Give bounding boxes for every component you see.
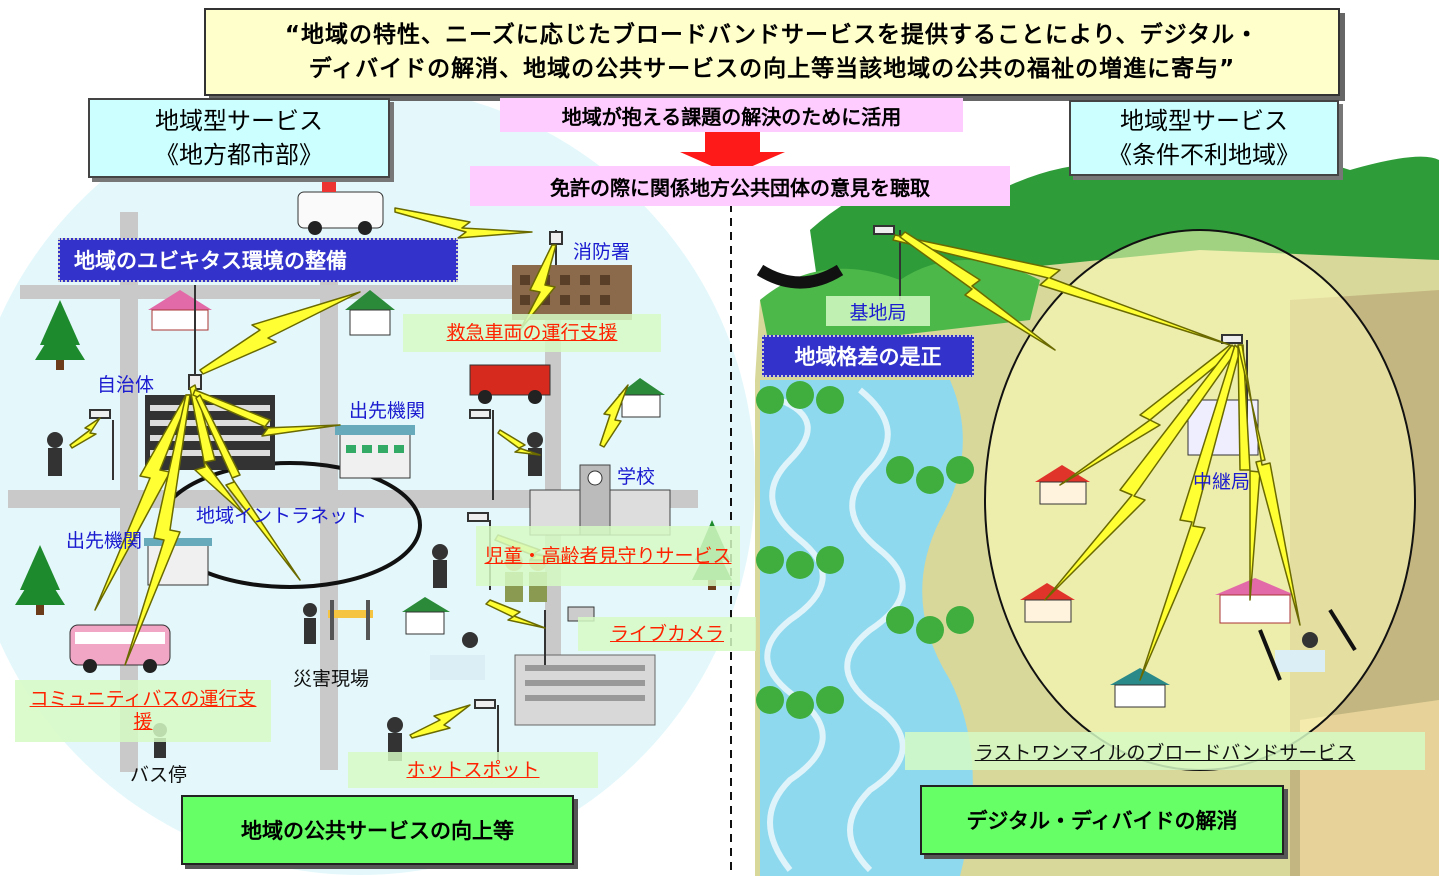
left-service-subtitle: 《地方都市部》	[155, 141, 323, 169]
barricade-icon	[328, 600, 373, 640]
headline-line-2: ディバイドの解消、地域の公共サービスの向上等当該地域の公共の福祉の増進に寄与”	[308, 56, 1236, 82]
live-camera-link[interactable]: ライブカメラ	[609, 622, 724, 645]
license-banner: 免許の際に関係地方公共団体の意見を聴取	[470, 166, 1010, 206]
public-service-box: 地域の公共サービスの向上等	[181, 795, 574, 865]
school-label: 学校	[617, 466, 656, 488]
watch-service-item: 児童・高齢者見守りサービス	[476, 526, 740, 586]
house-icon	[148, 290, 665, 635]
headline-box: “地域の特性、ニーズに応じたブロードバンドサービスを提供することにより、デジタル…	[204, 8, 1340, 96]
watch-service-link[interactable]: 児童・高齢者見守りサービス	[484, 544, 732, 567]
antenna-icon	[89, 225, 1248, 760]
intranet-label: 地域イントラネット	[196, 505, 368, 527]
fire-engine-icon	[469, 364, 551, 404]
ambulance-icon	[297, 182, 384, 235]
relay-station-label: 中継局	[1193, 471, 1251, 493]
live-camera-item: ライブカメラ	[578, 617, 756, 651]
hotspot-item: ホットスポット	[348, 752, 598, 788]
bus-stop-label: バス停	[130, 764, 188, 786]
emergency-support-link[interactable]: 救急車両の運行支援	[446, 321, 618, 344]
hotspot-link[interactable]: ホットスポット	[406, 758, 540, 781]
right-service-title: 地域型サービス	[1120, 107, 1288, 135]
base-station-label: 基地局	[826, 296, 930, 326]
community-bus-item: コミュニティバスの運行支援	[15, 680, 271, 742]
lightning-icon	[69, 207, 1301, 739]
ubiquitous-banner: 地域のユビキタス環境の整備	[58, 238, 458, 282]
disaster-site-label: 災害現場	[293, 668, 370, 690]
right-service-subtitle: 《条件不利地域》	[1108, 141, 1300, 169]
purpose-banner: 地域が抱える課題の解決のために活用	[500, 98, 963, 132]
down-arrow-icon	[680, 130, 785, 175]
left-service-title: 地域型サービス	[155, 107, 323, 135]
fire-station-label: 消防署	[573, 241, 631, 263]
bus-icon	[69, 624, 171, 673]
emergency-support-item: 救急車両の運行支援	[403, 314, 661, 352]
branch-office-2-label: 出先機関	[66, 530, 143, 552]
last-mile-label: ラストワンマイルのブロードバンドサービス	[905, 732, 1425, 770]
right-service-title-box: 地域型サービス 《条件不利地域》	[1069, 100, 1339, 176]
community-bus-link[interactable]: コミュニティバスの運行支援	[29, 688, 257, 733]
municipality-label: 自治体	[97, 374, 155, 396]
disparity-banner: 地域格差の是正	[762, 335, 974, 377]
digital-divide-box: デジタル・ディバイドの解消	[920, 785, 1284, 855]
person-icon	[47, 432, 1325, 761]
headline-line-1: “地域の特性、ニーズに応じたブロードバンドサービスを提供することにより、デジタル…	[284, 22, 1260, 48]
left-service-title-box: 地域型サービス 《地方都市部》	[88, 98, 390, 178]
office-building-icon	[514, 654, 656, 726]
branch-office-building-icon	[335, 425, 415, 479]
branch-office-label: 出先機関	[349, 400, 426, 422]
